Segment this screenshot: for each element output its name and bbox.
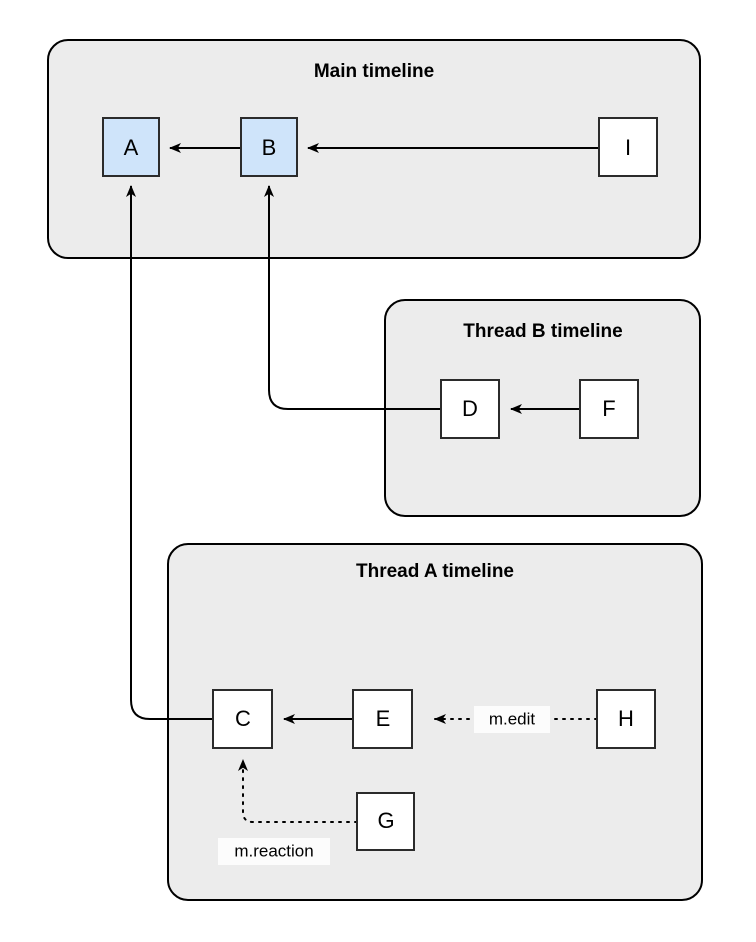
node-b-rect <box>240 117 298 177</box>
node-a-rect <box>102 117 160 177</box>
node-e[interactable]: E <box>352 689 413 749</box>
node-b-label: B <box>262 135 277 160</box>
container-main-timeline-title: Main timeline <box>314 61 434 82</box>
node-e-label: E <box>376 706 391 731</box>
edge-label-m-reaction-bg <box>218 838 330 865</box>
node-a[interactable]: A <box>102 117 160 177</box>
node-d[interactable]: D <box>440 379 500 439</box>
node-a-label: A <box>124 135 139 160</box>
node-f-label: F <box>602 396 615 421</box>
node-g-label: G <box>377 808 394 833</box>
node-f-rect <box>579 379 639 439</box>
node-i-label: I <box>625 135 631 160</box>
edge-label-m-edit-text: m.edit <box>489 709 536 728</box>
node-i[interactable]: I <box>598 117 658 177</box>
node-d-rect <box>440 379 500 439</box>
edge-d-to-b <box>264 185 441 410</box>
edge-d-to-b-line <box>264 185 441 410</box>
node-b[interactable]: B <box>240 117 298 177</box>
edge-g-to-c-line <box>238 759 358 823</box>
node-g-rect <box>356 792 415 851</box>
node-f[interactable]: F <box>579 379 639 439</box>
node-i-rect <box>598 117 658 177</box>
node-c[interactable]: C <box>212 689 273 749</box>
edge-label-m-edit-bg <box>474 706 550 733</box>
node-h-rect <box>596 689 656 749</box>
edge-c-to-a-line <box>126 185 213 720</box>
node-c-rect <box>212 689 273 749</box>
node-c-label: C <box>235 706 251 731</box>
edge-label-m-reaction: m.reaction <box>218 838 330 865</box>
container-thread-a-timeline-title: Thread A timeline <box>356 561 514 582</box>
node-h-label: H <box>618 706 634 731</box>
node-e-rect <box>352 689 413 749</box>
edge-label-m-reaction-text: m.reaction <box>234 841 313 860</box>
edge-g-to-c <box>238 759 358 823</box>
container-thread-b-timeline-title: Thread B timeline <box>463 321 622 342</box>
node-h[interactable]: H <box>596 689 656 749</box>
node-g[interactable]: G <box>356 792 415 851</box>
edge-label-m-edit: m.edit <box>474 706 550 733</box>
edge-c-to-a <box>126 185 213 720</box>
node-d-label: D <box>462 396 478 421</box>
